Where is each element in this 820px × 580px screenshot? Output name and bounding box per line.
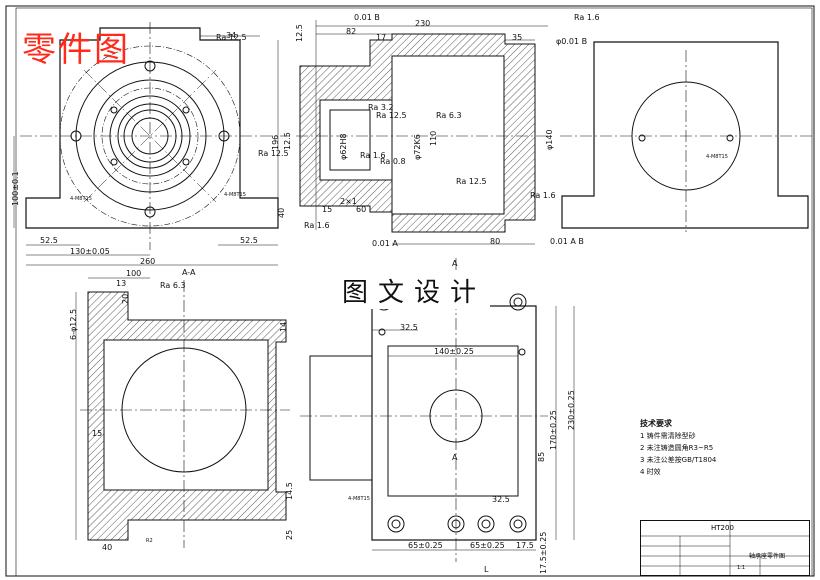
- dim-ra12-5-d: Ra 12.5: [456, 177, 487, 186]
- dim-52-5-left: 52.5: [40, 236, 58, 245]
- dim-100: 100±0.1: [11, 171, 20, 206]
- dim-ra6-3: Ra 6.3: [436, 111, 462, 120]
- dim-ra12-5-b: Ra 12.5: [258, 149, 289, 158]
- front-view: [13, 22, 290, 266]
- dim-phi72: φ72K6: [413, 134, 422, 160]
- section-label-a2: A: [452, 453, 458, 462]
- dim-65-right: 65±0.25: [470, 541, 505, 550]
- dim-80: 80: [490, 237, 500, 246]
- dim-35: 35: [512, 33, 522, 42]
- section-label-aa: A-A: [182, 268, 196, 277]
- dim-2x1: 2×1: [340, 197, 357, 206]
- hole-note-front: 4-M8T15: [70, 196, 92, 202]
- front-view-dims: 34 Ra 12.5 100±0.1 52.5 52.5 130±0.05 26…: [11, 31, 292, 266]
- dim-phi-tol: φ0.01 B: [556, 37, 587, 46]
- note-item: 3 未注公差按GB/T1804: [640, 456, 717, 464]
- dim-ra12-5: Ra 12.5: [216, 33, 247, 42]
- title-block-material: HT200: [711, 524, 734, 532]
- dim-ra1-6-c: Ra 1.6: [530, 191, 556, 200]
- hole-note-top: 4-M8T15: [348, 496, 370, 502]
- dim-230: 230: [415, 19, 430, 28]
- watermark-caption: 图文设计: [338, 272, 491, 309]
- dim-20: 20: [121, 294, 130, 304]
- stamp-label: 零件图: [22, 30, 130, 70]
- dim-phi62: φ62H8: [339, 133, 348, 160]
- dim-82: 82: [346, 27, 356, 36]
- title-block-part-name: 轴承座零件图: [749, 553, 786, 560]
- dim-170: 170±0.25: [549, 410, 558, 450]
- note-item: 1 铸件需清除型砂: [640, 432, 696, 440]
- dim-17-5: 17.5: [516, 541, 534, 550]
- dim-12-5-v: 12.5: [295, 24, 304, 42]
- dim-196: 196: [271, 135, 280, 150]
- hole-note-end: 4-M8T15: [706, 154, 728, 160]
- dim-ra6-3-aa: Ra 6.3: [160, 281, 186, 290]
- section-label-a: A: [452, 259, 458, 268]
- dim-15: 15: [322, 205, 332, 214]
- dim-14: 14: [279, 322, 288, 332]
- dim-ra1-6: Ra 1.6: [574, 13, 600, 22]
- dim-230-v: 230±0.25: [567, 390, 576, 430]
- dim-130: 130±0.05: [70, 247, 110, 256]
- hole-note-front-2: 4-M8T15: [224, 192, 246, 198]
- notes-title: 技术要求: [640, 419, 672, 428]
- dim-52-5-right: 52.5: [240, 236, 258, 245]
- aa-section-view: [75, 277, 290, 548]
- note-item: 2 未注铸造圆角R3~R5: [640, 444, 714, 452]
- dim-ra1-6-d: Ra 1.6: [304, 221, 330, 230]
- dim-14-5: 14.5: [285, 482, 294, 500]
- dim-34: 34: [226, 31, 236, 40]
- title-block-scale: 1:1: [737, 565, 746, 571]
- dim-60: 60: [356, 205, 366, 214]
- title-block-grid: [640, 520, 810, 576]
- dim-40: 40: [277, 208, 286, 218]
- dim-40-aa: 40: [102, 543, 112, 552]
- dim-110: 110: [429, 131, 438, 146]
- technical-notes: 技术要求 1 铸件需清除型砂 2 未注铸造圆角R3~R5 3 未注公差按GB/T…: [640, 418, 716, 478]
- dim-140: 140±0.25: [434, 347, 474, 356]
- end-view: [560, 41, 812, 232]
- dim-32-5-top: 32.5: [400, 323, 418, 332]
- dim-100-aa: 100: [126, 269, 141, 278]
- side-section-view: [296, 20, 548, 245]
- dim-12-5: 12.5: [283, 132, 292, 150]
- dim-15-aa: 15: [92, 429, 102, 438]
- title-block: HT200 轴承座零件图 1:1: [640, 520, 810, 576]
- dim-ra3-2: Ra 3.2: [368, 103, 394, 112]
- inner-border: [15, 7, 813, 577]
- dim-25: 25: [285, 530, 294, 540]
- dim-260: 260: [140, 257, 155, 266]
- parallel-tol-ab: 0.01 A B: [550, 237, 584, 246]
- dim-32-5-bottom: 32.5: [492, 495, 510, 504]
- dim-ra1-6-b: Ra 1.6: [360, 151, 386, 160]
- section-dims: 0.01 B 230 82 17 35 Ra 1.6 φ0.01 B 12.5 …: [271, 13, 600, 248]
- flatness-tol-top: 0.01 B: [354, 13, 380, 22]
- dim-phi140: φ140: [545, 129, 554, 150]
- dim-ra0-8: Ra 0.8: [380, 157, 406, 166]
- dim-13: 13: [116, 279, 126, 288]
- dim-17-5-v: 17.5±0.25: [539, 532, 548, 574]
- dim-85: 85: [537, 452, 546, 462]
- dim-65-left: 65±0.25: [408, 541, 443, 550]
- section-label-l: L: [484, 565, 489, 574]
- dim-6-phi: 6-φ12.5: [69, 309, 78, 340]
- parallel-tol-a: 0.01 A: [372, 239, 398, 248]
- dim-ra12-5-c: Ra 12.5: [376, 111, 407, 120]
- aa-dims: A-A 100 13 20 Ra 6.3 6-φ12.5 14 14.5 15 …: [69, 268, 294, 552]
- top-view-dims: A A L 32.5 140±0.25 170±0.25 230±0.25 85…: [348, 259, 576, 574]
- r-note: R2: [146, 538, 153, 544]
- note-item: 4 时效: [640, 468, 661, 476]
- dim-17: 17: [376, 33, 386, 42]
